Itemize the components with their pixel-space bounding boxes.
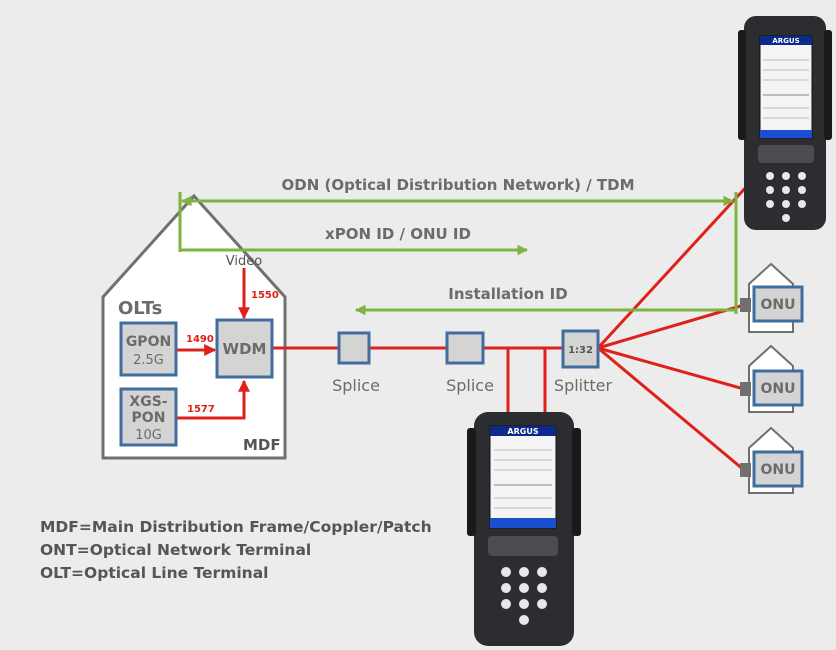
- splitter-ratio: 1:32: [568, 345, 593, 356]
- argus-brand-top: ARGUS: [772, 37, 799, 45]
- splitter-box: [561, 329, 600, 369]
- onu-2-label: ONU: [761, 381, 796, 397]
- wl-1490: 1490: [186, 334, 214, 345]
- gpon-speed: 2.5G: [133, 353, 164, 368]
- onu-1-label: ONU: [761, 297, 796, 313]
- odn-label: ODN (Optical Distribution Network) / TDM: [282, 176, 635, 194]
- argus-tester-top: ARGUS: [738, 16, 832, 230]
- fiber-down-1: [483, 346, 510, 430]
- xgs-pon-box: [119, 387, 178, 447]
- splice-2-label: Splice: [446, 376, 494, 395]
- splice-2: [445, 331, 485, 365]
- abbreviation-legend: MDF=Main Distribution Frame/Coppler/Patc…: [40, 516, 432, 585]
- installation-label: Installation ID: [448, 285, 567, 303]
- onu-house-3: ONU: [740, 426, 804, 494]
- wdm-label: WDM: [223, 340, 267, 358]
- wl-1550: 1550: [251, 290, 279, 301]
- fiber-to-onu2: [597, 346, 745, 391]
- gpon-label: GPON: [126, 334, 171, 350]
- fiber-xgs: [176, 379, 250, 420]
- legend-olt: OLT=Optical Line Terminal: [40, 564, 269, 582]
- fiber-down-2: [543, 346, 563, 430]
- video-label: Video: [226, 254, 262, 269]
- xpon-label: xPON ID / ONU ID: [325, 225, 471, 243]
- xgs-speed: 10G: [135, 428, 162, 443]
- onu-3-label: ONU: [761, 462, 796, 478]
- legend-ont: ONT=Optical Network Terminal: [40, 541, 312, 559]
- gpon-box: [119, 321, 178, 377]
- olts-label: OLTs: [118, 298, 162, 319]
- onu-house-2: ONU: [740, 344, 804, 413]
- argus-brand-bottom: ARGUS: [507, 427, 538, 436]
- fiber-to-onu1: [597, 303, 745, 350]
- legend-mdf: MDF=Main Distribution Frame/Coppler/Patc…: [40, 518, 432, 536]
- splice-1-label: Splice: [332, 376, 380, 395]
- splice-1: [337, 331, 371, 365]
- xgs-label-2: PON: [132, 410, 166, 426]
- xgs-label-1: XGS-: [129, 394, 167, 410]
- fiber-to-onu3: [597, 346, 745, 472]
- mdf-label: MDF: [243, 436, 281, 454]
- onu-house-1: ONU: [740, 262, 804, 333]
- argus-tester-bottom: ARGUS: [467, 412, 581, 646]
- wl-1577: 1577: [187, 404, 215, 415]
- wdm-box: [215, 318, 274, 379]
- splitter-label: Splitter: [554, 376, 613, 395]
